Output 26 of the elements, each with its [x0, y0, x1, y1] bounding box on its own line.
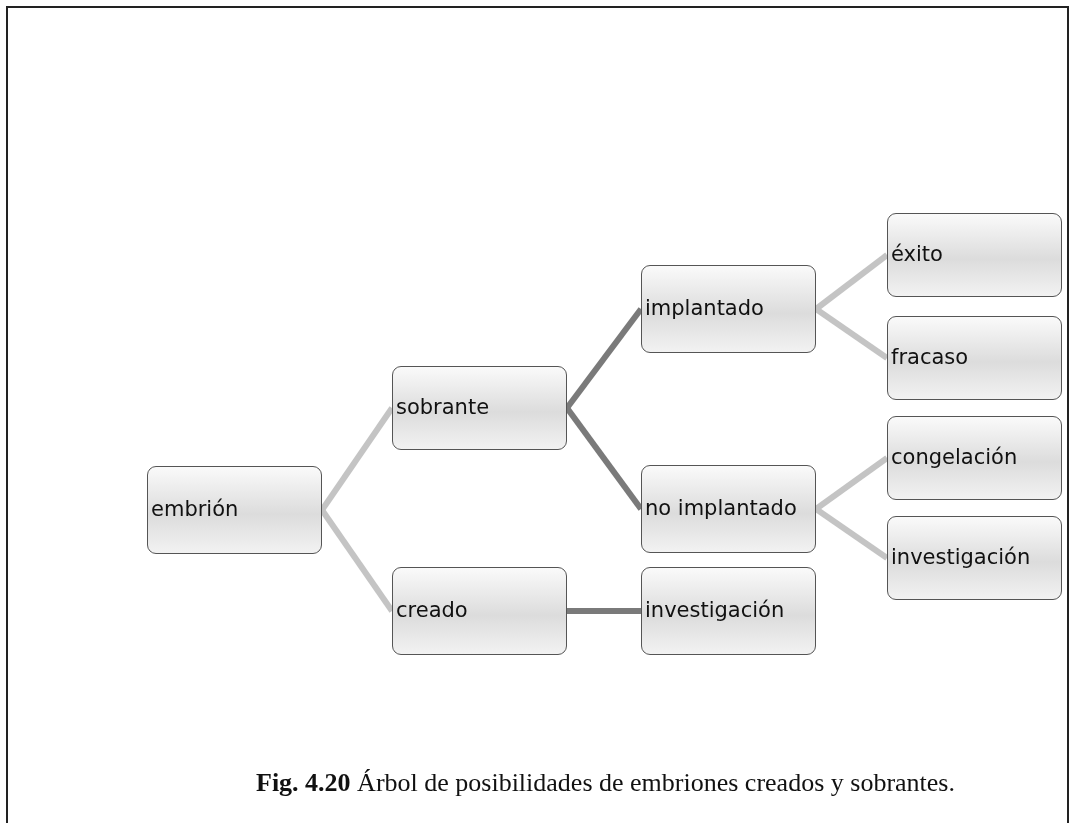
node-label: no implantado [645, 497, 797, 521]
node-label: creado [396, 599, 468, 623]
node-label: investigación [645, 599, 785, 623]
node-label: fracaso [891, 346, 969, 370]
tree-node-box [887, 416, 1062, 500]
tree-node-box [641, 465, 816, 553]
tree-node-box [887, 213, 1062, 297]
connector-line [814, 455, 889, 512]
tree-node-box [641, 567, 816, 655]
tree-node-box [392, 567, 567, 655]
connector-line [814, 306, 889, 361]
tree-node-box [887, 516, 1062, 600]
node-label: implantado [645, 297, 764, 321]
tree-node-box [887, 316, 1062, 400]
tree-node-box [641, 265, 816, 353]
tree-node-box [147, 466, 322, 554]
node-label: embrión [151, 498, 239, 522]
node-label: éxito [891, 243, 943, 267]
tree-node-box [392, 366, 567, 450]
node-label: investigación [891, 546, 1031, 570]
node-label: sobrante [396, 396, 490, 420]
connector-line [567, 608, 641, 614]
figure-caption: Fig. 4.20 Árbol de posibilidades de embriones creados y sobrantes. [256, 768, 955, 798]
node-label: congelación [891, 446, 1018, 470]
connector-line [814, 252, 889, 312]
connector-line [814, 506, 889, 561]
